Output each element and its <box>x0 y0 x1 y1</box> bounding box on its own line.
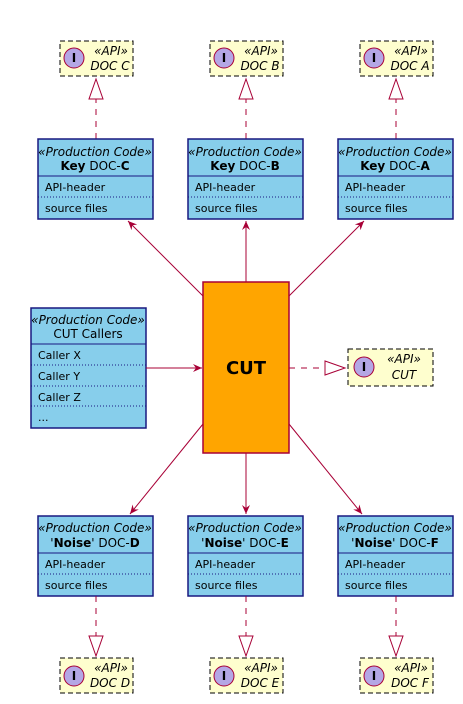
class-stereotype: «Production Code» <box>188 145 302 159</box>
interface-doc-d: I «API» DOC D <box>59 657 134 694</box>
cut-component: CUT <box>202 281 290 454</box>
class-member: source files <box>345 202 408 215</box>
class-member: source files <box>45 579 108 592</box>
interface-marker-icon <box>213 47 235 69</box>
interface-stereotype: «API» <box>94 661 128 675</box>
class-member: API-header <box>195 558 256 571</box>
cut-label: CUT <box>226 358 267 379</box>
interface-marker-icon <box>213 665 235 687</box>
interface-stereotype: «API» <box>244 44 278 58</box>
interface-doc-a: I «API» DOC A <box>359 40 434 77</box>
interface-doc-b: I «API» DOC B <box>209 40 284 77</box>
interface-name: DOC E <box>241 676 280 690</box>
class-noise-doc-d: «Production Code» 'Noise' DOC-D API-head… <box>37 515 154 597</box>
class-title: Key DOC-C <box>60 159 129 173</box>
class-member: source files <box>195 202 258 215</box>
interface-stereotype: «API» <box>394 44 428 58</box>
class-stereotype: «Production Code» <box>338 145 452 159</box>
realization-links-bottom <box>88 596 404 658</box>
interface-marker: I <box>222 669 226 683</box>
class-member: API-header <box>195 181 256 194</box>
interface-name: DOC A <box>390 59 429 73</box>
class-title: CUT Callers <box>53 327 122 341</box>
class-noise-doc-f: «Production Code» 'Noise' DOC-F API-head… <box>337 515 454 597</box>
class-key-doc-c: «Production Code» Key DOC-C API-header s… <box>37 138 154 220</box>
class-member: Caller X <box>38 349 81 362</box>
interface-marker: I <box>362 360 366 374</box>
class-title: 'Noise' DOC-E <box>201 536 289 550</box>
class-stereotype: «Production Code» <box>38 521 152 535</box>
interface-name: CUT <box>392 368 418 382</box>
class-cut-callers: «Production Code» CUT Callers Caller X C… <box>30 307 147 429</box>
interface-stereotype: «API» <box>394 661 428 675</box>
class-stereotype: «Production Code» <box>188 521 302 535</box>
interface-marker: I <box>72 669 76 683</box>
realization-links-top <box>88 77 404 139</box>
class-title: 'Noise' DOC-F <box>351 536 439 550</box>
class-member: source files <box>345 579 408 592</box>
class-title: 'Noise' DOC-D <box>50 536 140 550</box>
interface-doc-e: I «API» DOC E <box>209 657 284 694</box>
interface-marker-icon <box>63 665 85 687</box>
class-title: Key DOC-A <box>360 159 430 173</box>
class-member: API-header <box>345 558 406 571</box>
class-member: ... <box>38 411 49 424</box>
interface-stereotype: «API» <box>387 352 421 366</box>
class-stereotype: «Production Code» <box>38 145 152 159</box>
interface-marker: I <box>222 51 226 65</box>
realization-cut-api <box>289 360 347 376</box>
class-member: Caller Z <box>38 391 81 404</box>
dependency-arrows-bottom <box>129 423 363 515</box>
interface-marker-icon <box>63 47 85 69</box>
interface-marker: I <box>372 669 376 683</box>
interface-marker: I <box>72 51 76 65</box>
dependency-arrows-top <box>127 220 365 297</box>
class-member: source files <box>45 202 108 215</box>
class-noise-doc-e: «Production Code» 'Noise' DOC-E API-head… <box>187 515 304 597</box>
class-key-doc-a: «Production Code» Key DOC-A API-header s… <box>337 138 454 220</box>
interface-stereotype: «API» <box>94 44 128 58</box>
interface-doc-f: I «API» DOC F <box>359 657 434 694</box>
interface-stereotype: «API» <box>244 661 278 675</box>
interface-doc-c: I «API» DOC C <box>59 40 134 77</box>
interface-marker-icon <box>363 665 385 687</box>
interface-name: DOC C <box>90 59 130 73</box>
class-key-doc-b: «Production Code» Key DOC-B API-header s… <box>187 138 304 220</box>
interface-name: DOC F <box>391 676 430 690</box>
interface-marker: I <box>372 51 376 65</box>
class-member: API-header <box>45 558 106 571</box>
interface-name: DOC D <box>90 676 130 690</box>
class-stereotype: «Production Code» <box>31 313 145 327</box>
class-member: source files <box>195 579 258 592</box>
class-member: API-header <box>45 181 106 194</box>
class-stereotype: «Production Code» <box>338 521 452 535</box>
interface-marker-icon <box>353 356 375 378</box>
class-title: Key DOC-B <box>210 159 279 173</box>
class-member: Caller Y <box>38 370 80 383</box>
interface-name: DOC B <box>240 59 279 73</box>
interface-cut-api: I «API» CUT <box>347 348 434 387</box>
class-member: API-header <box>345 181 406 194</box>
interface-marker-icon <box>363 47 385 69</box>
